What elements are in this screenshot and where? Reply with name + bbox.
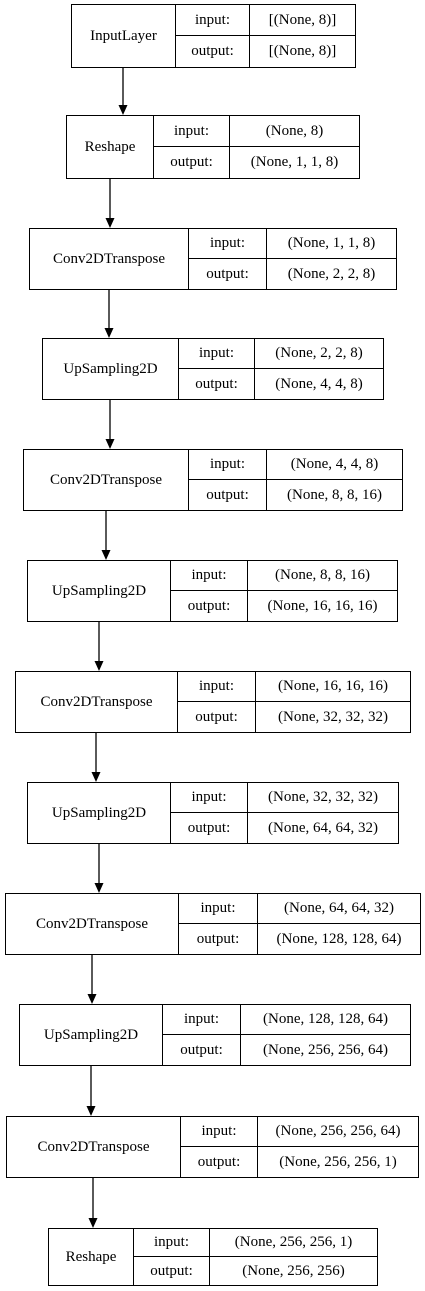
layer-name: UpSampling2D [28,561,171,621]
layer-name: Conv2DTranspose [24,450,189,510]
output-shape: (None, 64, 64, 32) [268,819,378,836]
flow-arrow [105,400,115,449]
output-label: output: [178,702,256,732]
output-label: output: [134,1257,210,1285]
layer-name: Conv2DTranspose [6,894,179,954]
input-label: input: [171,783,248,813]
output-shape: (None, 4, 4, 8) [275,375,363,392]
layer-name: UpSampling2D [43,339,179,399]
input-label: input: [189,229,267,259]
input-label: input: [189,450,267,480]
output-label: output: [179,369,255,399]
flow-arrow [94,622,103,671]
flow-arrow [101,511,110,560]
output-shape: (None, 256, 256, 1) [279,1153,397,1170]
output-label: output: [171,813,248,843]
input-label: input: [171,561,248,591]
input-label: input: [178,672,256,702]
output-label: output: [189,259,267,289]
flow-arrow [91,733,101,782]
output-shape: (None, 2, 2, 8) [287,265,376,282]
output-shape: (None, 256, 256) [242,1262,345,1279]
input-shape: (None, 256, 256, 1) [210,1229,377,1257]
input-label: input: [154,116,230,147]
flow-arrow [86,1066,95,1116]
layer-name: Conv2DTranspose [30,229,189,289]
input-label: input: [176,5,250,36]
input-shape: (None, 128, 128, 64) [241,1005,410,1035]
input-label: input: [179,339,255,369]
input-label: input: [179,894,258,924]
output-label: output: [181,1147,258,1177]
input-shape: (None, 8) [230,116,359,147]
input-shape: (None, 1, 1, 8) [267,229,396,259]
layer-name: UpSampling2D [20,1005,163,1065]
input-shape: (None, 2, 2, 8) [255,339,383,369]
input-shape: (None, 64, 64, 32) [258,894,420,924]
input-shape: (None, 32, 32, 32) [248,783,398,813]
input-shape: (None, 16, 16, 16) [256,672,410,702]
flow-arrow [104,290,113,338]
flow-arrow [94,844,103,893]
flow-arrow [118,68,128,115]
layer-name: UpSampling2D [28,783,171,843]
output-label: output: [189,480,267,510]
output-shape: (None, 128, 128, 64) [276,930,402,947]
flow-arrow [88,1178,98,1228]
layer-name: Reshape [49,1229,134,1285]
input-label: input: [163,1005,241,1035]
flow-arrow [87,955,96,1004]
flow-arrow [105,179,114,228]
input-shape: (None, 4, 4, 8) [267,450,402,480]
input-shape: (None, 256, 256, 64) [258,1117,418,1147]
output-label: output: [154,147,230,178]
output-shape: (None, 256, 256, 64) [263,1041,388,1058]
output-label: output: [171,591,248,621]
input-shape: [(None, 8)] [250,5,355,36]
output-label: output: [176,36,250,67]
output-shape: (None, 16, 16, 16) [267,597,378,614]
output-shape: [(None, 8)] [268,43,337,59]
layer-name: Conv2DTranspose [7,1117,181,1177]
layer-name: Reshape [67,116,154,178]
input-label: input: [181,1117,258,1147]
input-shape: (None, 8, 8, 16) [248,561,397,591]
output-label: output: [179,924,258,954]
output-label: output: [163,1035,241,1065]
layer-name: Conv2DTranspose [16,672,178,732]
output-shape: (None, 32, 32, 32) [278,708,388,725]
input-label: input: [134,1229,210,1257]
output-shape: (None, 8, 8, 16) [287,486,382,503]
output-shape: (None, 1, 1, 8) [250,154,339,170]
layer-name: InputLayer [72,5,176,67]
